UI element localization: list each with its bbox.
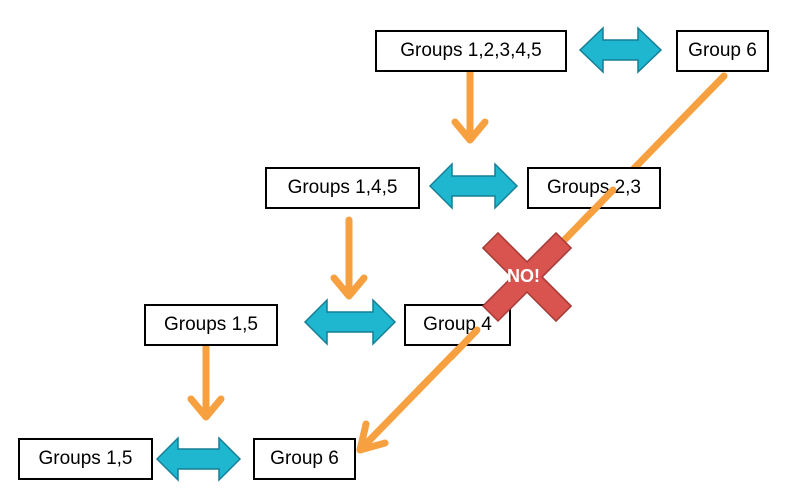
- box-group-6-bottom: Group 6: [253, 438, 356, 480]
- box-group-4: Group 4: [404, 304, 511, 346]
- flow-arrow-3: [187, 342, 225, 421]
- compare-arrow-row3: [303, 298, 397, 346]
- box-group-6-top: Group 6: [676, 30, 769, 72]
- compare-arrow-row4: [155, 436, 242, 482]
- box-groups-1-5-mid: Groups 1,5: [144, 304, 278, 346]
- flow-arrow-2: [330, 216, 368, 300]
- flow-arrow-1: [451, 66, 489, 144]
- no-label: NO!: [507, 266, 540, 286]
- box-groups-2-3: Groups 2,3: [527, 167, 661, 209]
- box-groups-1-4-5: Groups 1,4,5: [265, 167, 420, 209]
- compare-arrow-row2: [428, 162, 519, 210]
- box-groups-1-2-3-4-5: Groups 1,2,3,4,5: [375, 30, 567, 72]
- compare-arrow-row1: [578, 26, 663, 74]
- box-groups-1-5-bottom: Groups 1,5: [18, 438, 153, 480]
